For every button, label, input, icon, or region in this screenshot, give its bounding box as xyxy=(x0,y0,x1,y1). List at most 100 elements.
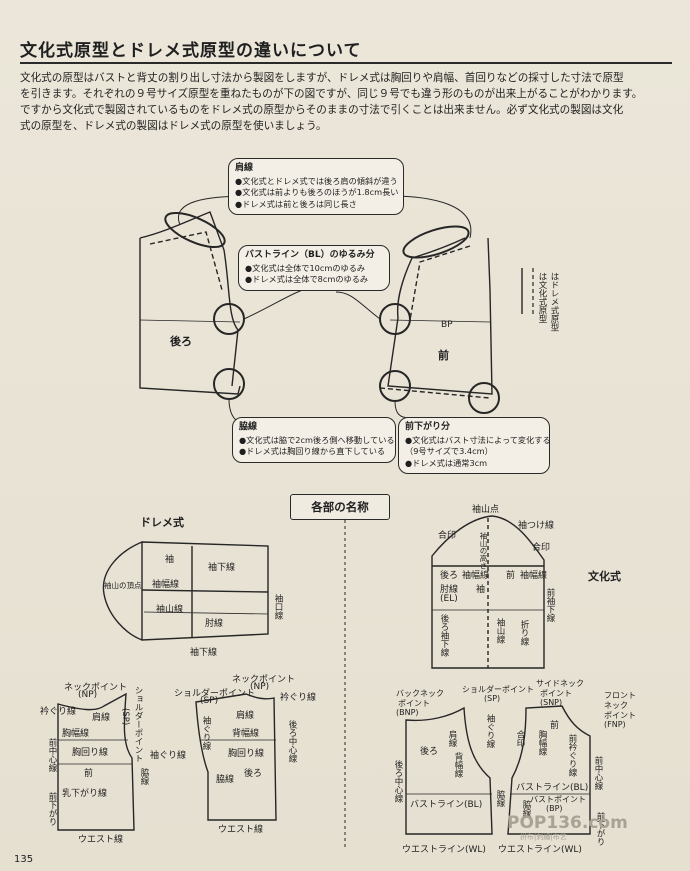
watermark-text: POP136.com xyxy=(507,813,628,833)
overlay-front-label: 前 xyxy=(438,349,449,362)
bunka-sleeve-pattern xyxy=(431,515,545,669)
bunka-body-term: 後ろ中心線 xyxy=(393,760,403,803)
bunka-body-term: 背幅線 xyxy=(453,752,463,778)
dreme-front-term: 前中心線 xyxy=(47,738,57,772)
dreme-sleeve-term: 袖山の頂点 xyxy=(104,581,142,590)
dreme-back-term: 肩線 xyxy=(236,711,255,721)
bunka-sleeve-term: 折り線 xyxy=(519,620,529,646)
intro-paragraph: 文化式の原型はバストと背丈の割り出し寸法から製図をしますが、ドレメ式は胸回りや肩… xyxy=(20,70,670,134)
side-seam-callout: 脇線 ●文化式は脇で2cm後ろ側へ移動している ●ドレメ式は胸回り線から直下して… xyxy=(232,417,396,463)
dreme-front-term: 肩線 xyxy=(92,713,111,723)
bunka-body-term: バストライン(BL) xyxy=(410,800,483,810)
dreme-back-term: ウエスト線 xyxy=(218,825,264,835)
dreme-front-term: 前下がり xyxy=(47,792,57,826)
bunka-body-term: (BNP) xyxy=(396,708,419,717)
dreme-back-term: 後ろ中心線 xyxy=(287,720,297,763)
bunka-body-term: ポイント xyxy=(398,699,430,708)
bunka-body-term: ショルダーポイント xyxy=(462,685,534,694)
bunka-body-term: フロント xyxy=(604,691,636,700)
overlay-bp-label: BP xyxy=(441,320,453,330)
overlay-back-bodice xyxy=(139,211,241,395)
bunka-sleeve-term: 前袖下線 xyxy=(545,588,555,622)
bunka-body-term: (FNP) xyxy=(604,720,626,729)
bunka-label: 文化式 xyxy=(588,570,621,583)
dreme-front-term: 袖ぐり線 xyxy=(150,751,187,761)
bunka-body-term: 脇線 xyxy=(495,790,505,807)
bunka-front-pattern xyxy=(507,705,591,835)
bunka-body-term: 脇線 xyxy=(521,800,531,817)
dreme-sleeve-term: 袖口線 xyxy=(273,594,283,620)
bunka-sleeve-term: 袖山点 xyxy=(472,505,500,515)
callout-heading: 肩線 xyxy=(235,163,254,173)
dreme-back-term: 胸回り線 xyxy=(228,749,265,759)
title-underline xyxy=(20,62,672,64)
front-drop-callout: 前下がり分 ●文化式はバスト寸法によって変化する （9号サイズで3.4cm） ●… xyxy=(398,417,551,474)
page-number: 135 xyxy=(14,854,34,865)
dreme-front-term: 胸幅線 xyxy=(62,729,90,739)
dreme-front-term: 前 xyxy=(84,769,94,779)
callout-item: ●文化式はバスト寸法によって変化する xyxy=(405,434,551,445)
intro-line: を引きます。それぞれの９号サイズ原型を重ねたものが下の図ですが、同じ９号でも違う… xyxy=(20,88,643,100)
bunka-body-term: (BP) xyxy=(546,804,563,813)
dreme-back-term: 袖ぐり線 xyxy=(201,716,211,750)
page-title: 文化式原型とドレメ式原型の違いについて xyxy=(20,41,362,61)
bunka-body-term: ポイント xyxy=(604,711,636,720)
bunka-body-term: 前中心線 xyxy=(593,756,603,790)
bunka-body-term: 胸幅線 xyxy=(537,730,547,756)
callout-item: ●ドレメ式は全体で8cmのゆるみ xyxy=(245,274,369,284)
intro-line: 式の原型を、ドレメ式の製図はドレメ式の原型を使いましょう。 xyxy=(20,120,327,132)
watermark-subtext: 拼布|刺繡|布艺 xyxy=(520,833,567,841)
bunka-body-term: 合印 xyxy=(515,730,525,747)
dreme-back-term: 背幅線 xyxy=(232,729,260,739)
bunka-body-term: 前 xyxy=(550,721,560,731)
bust-line-callout: バストライン（BL）のゆるみ分 ●文化式は全体で10cmのゆるみ ●ドレメ式は全… xyxy=(238,245,390,291)
dreme-sleeve-term: 袖下線 xyxy=(190,648,218,658)
callout-heading: 前下がり分 xyxy=(405,422,451,432)
callout-heading: 脇線 xyxy=(239,422,258,432)
dreme-back-term: (NP) xyxy=(250,682,270,692)
overlay-back-label: 後ろ xyxy=(170,335,192,348)
dreme-label: ドレメ式 xyxy=(140,516,184,529)
section-heading: 各部の名称 xyxy=(290,494,390,520)
dreme-front-term: ショルダーポイント xyxy=(133,686,143,763)
bunka-sleeve-term: 袖 xyxy=(476,585,486,595)
bunka-body-term: 前下がり xyxy=(595,812,605,846)
callout-item: ●文化式は前よりも後ろのほうが1.8cm長い xyxy=(235,187,399,197)
bunka-back-pattern xyxy=(405,706,493,835)
bunka-body-term: バストポイント xyxy=(530,795,586,804)
callout-item: ●ドレメ式は通常3cm xyxy=(405,457,488,468)
intro-line: ですから文化式で製図されているものをドレメ式の原型からそのままの寸法で引くことは… xyxy=(20,104,624,116)
dreme-front-term: 乳下がり線 xyxy=(62,789,108,799)
dreme-front-term: 衿ぐり線 xyxy=(40,707,77,717)
dreme-front-term: 脇線 xyxy=(139,768,149,785)
overlay-front-bodice xyxy=(379,237,493,399)
overlay-highlight-marks xyxy=(164,211,500,414)
dreme-back-term: 後ろ xyxy=(244,769,263,779)
bunka-body-term: 後ろ xyxy=(420,747,439,757)
legend-bunka-label: は文化式原型 xyxy=(537,272,547,323)
legend-dreme-label: はドレメ式原型 xyxy=(549,272,559,332)
bunka-body-term: 前衿ぐり線 xyxy=(567,734,577,777)
bunka-sleeve-term: 袖山線 xyxy=(495,618,505,644)
bunka-body-term: (SP) xyxy=(484,694,501,703)
callout-item: ●文化式は脇で2cm後ろ側へ移動している xyxy=(239,434,395,445)
bunka-sleeve-term: 後ろ袖下線 xyxy=(439,614,449,657)
dreme-front-pattern xyxy=(57,692,135,831)
callout-heading: バストライン（BL）のゆるみ分 xyxy=(245,250,375,260)
bunka-sleeve-term: (EL) xyxy=(440,594,458,604)
bunka-body-term: バストライン(BL) xyxy=(516,783,589,793)
dreme-back-term: (SP) xyxy=(200,696,219,706)
dreme-front-term: 胸回り線 xyxy=(72,748,109,758)
dreme-front-term: (SP) xyxy=(120,708,130,726)
bunka-body-term: ポイント xyxy=(540,689,572,698)
callout-item: ●ドレメ式は前と後ろは同じ長さ xyxy=(235,198,357,209)
bunka-sleeve-term: 肘線 xyxy=(440,585,459,595)
bunka-sleeve-term: 袖つけ線 xyxy=(518,521,555,531)
dreme-back-term: 脇線 xyxy=(216,775,235,785)
bunka-sleeve-term: 前 xyxy=(506,571,516,581)
dreme-sleeve-pattern xyxy=(102,541,269,641)
bunka-sleeve-term: 後ろ xyxy=(440,571,459,581)
bunka-sleeve-term: 合印 xyxy=(438,531,457,541)
bunka-body-term: (SNP) xyxy=(540,698,563,707)
